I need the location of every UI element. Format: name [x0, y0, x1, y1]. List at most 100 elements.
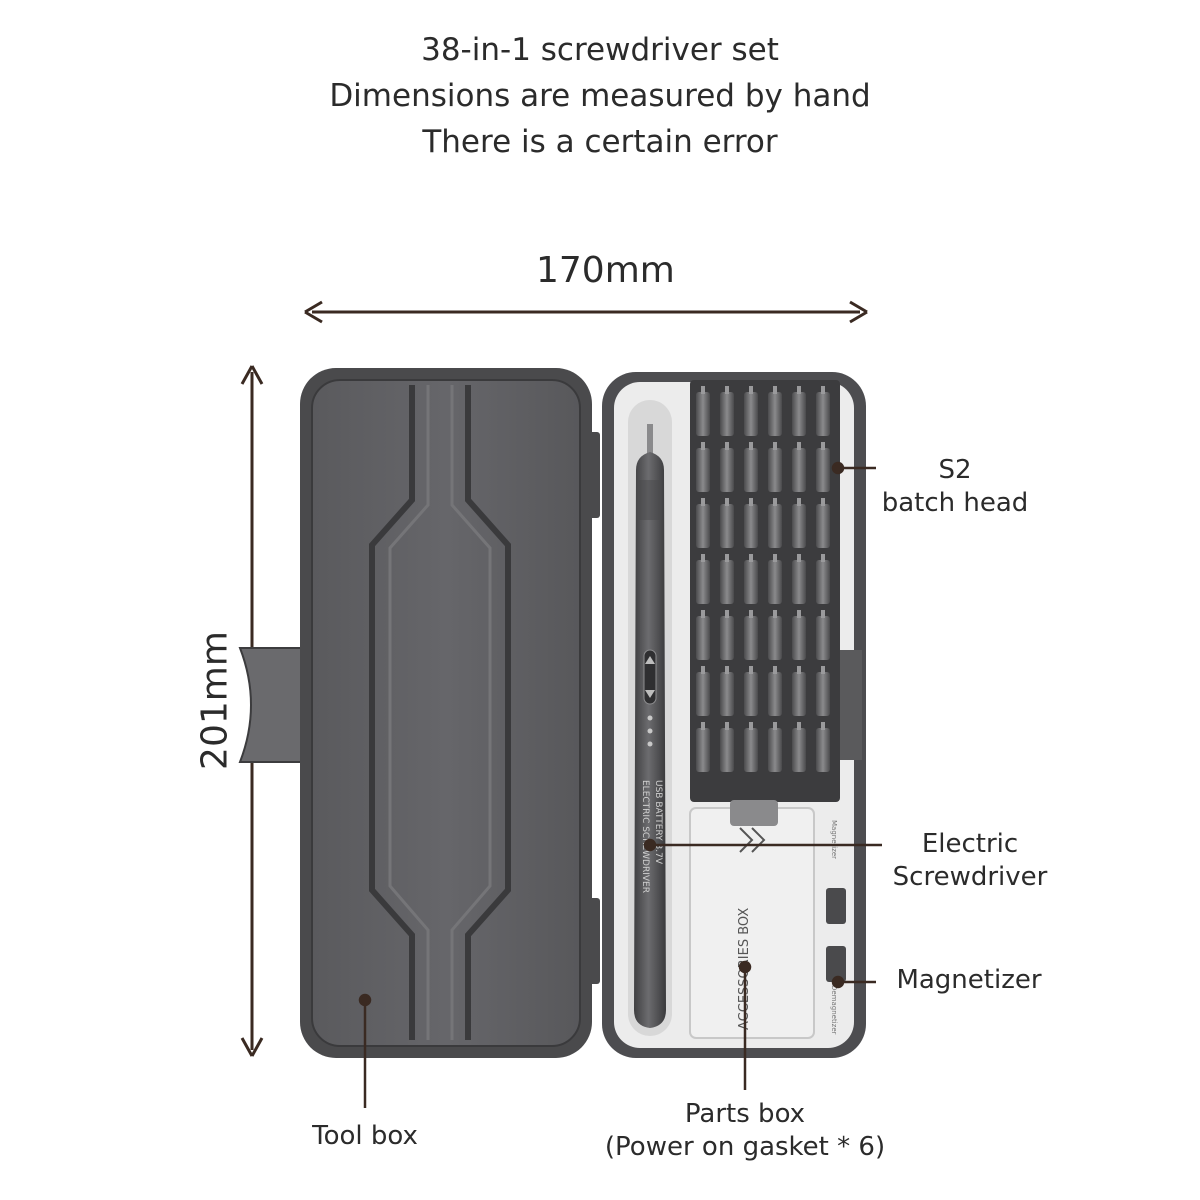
screwdriver-bit: [792, 504, 806, 548]
bit-tip: [725, 498, 729, 506]
bit-tip: [749, 610, 753, 618]
bit-tip: [797, 554, 801, 562]
height-label: 201mm: [194, 631, 236, 770]
screwdriver-bit: [720, 504, 734, 548]
bit-tip: [773, 386, 777, 394]
screwdriver-bit: [696, 672, 710, 716]
screwdriver-bit: [720, 448, 734, 492]
bit-tip: [797, 722, 801, 730]
bit-tip: [749, 386, 753, 394]
bit-tip: [821, 498, 825, 506]
bit-tip: [749, 554, 753, 562]
tool-box-lid: [300, 368, 592, 1058]
screwdriver-bit: [792, 392, 806, 436]
screwdriver-bit: [696, 392, 710, 436]
screwdriver-bit: [744, 672, 758, 716]
screwdriver-bit: [768, 672, 782, 716]
screwdriver-bit: [744, 616, 758, 660]
callout-electric-line1: Electric: [921, 829, 1019, 859]
screwdriver-bit: [816, 560, 830, 604]
screwdriver-bit: [744, 560, 758, 604]
electric-screwdriver: ELECTRIC SCREWDRIVER USB BATTERY 3.7V: [628, 400, 672, 1036]
callout-parts-box: Parts box (Power on gasket * 6): [590, 1098, 900, 1164]
bit-tip: [797, 386, 801, 394]
width-label: 170mm: [536, 250, 675, 291]
magnetizer-slots: Magnetizer Demagnetizer: [826, 820, 846, 1035]
callout-s2-batch-head: S2 batch head: [870, 454, 1040, 520]
pen-text-1: ELECTRIC SCREWDRIVER: [640, 780, 650, 893]
bit-tip: [821, 386, 825, 394]
bit-tip: [701, 386, 705, 394]
screwdriver-bit: [744, 504, 758, 548]
screwdriver-bit: [792, 672, 806, 716]
pen-text-2: USB BATTERY 3.7V: [653, 780, 663, 865]
bit-tip: [749, 498, 753, 506]
screwdriver-bit: [720, 672, 734, 716]
bit-tip: [821, 442, 825, 450]
bit-tip: [701, 722, 705, 730]
screwdriver-bit: [720, 728, 734, 772]
screwdriver-bit: [768, 728, 782, 772]
screwdriver-bit: [768, 616, 782, 660]
screwdriver-bit: [696, 448, 710, 492]
bit-tip: [701, 442, 705, 450]
bit-tip: [749, 442, 753, 450]
hinges: [582, 432, 600, 984]
screwdriver-bit: [720, 560, 734, 604]
bit-tip: [797, 666, 801, 674]
screwdriver-bit: [768, 560, 782, 604]
bit-tip: [821, 554, 825, 562]
screwdriver-bit: [816, 448, 830, 492]
callout-s2-line1: S2: [938, 455, 972, 485]
bit-tip: [821, 610, 825, 618]
screwdriver-bit: [768, 448, 782, 492]
screwdriver-bit: [792, 448, 806, 492]
bit-tip: [725, 554, 729, 562]
bit-tip: [773, 610, 777, 618]
callout-lines: [358, 461, 882, 1108]
bit-tip: [821, 722, 825, 730]
bit-tip: [725, 610, 729, 618]
screwdriver-bit: [744, 448, 758, 492]
screwdriver-bit: [696, 616, 710, 660]
screwdriver-bit: [816, 504, 830, 548]
bit-tip: [797, 442, 801, 450]
bit-tip: [773, 498, 777, 506]
title-line-1: 38-in-1 screwdriver set: [421, 32, 779, 68]
callout-electric-screwdriver: Electric Screwdriver: [880, 828, 1060, 894]
screwdriver-bit: [816, 392, 830, 436]
callout-tool-box: Tool box: [312, 1121, 418, 1151]
bit-tip: [821, 666, 825, 674]
magnetizer-print: Magnetizer: [830, 820, 838, 859]
screwdriver-bit: [744, 392, 758, 436]
screwdriver-bit: [792, 616, 806, 660]
screwdriver-bit: [792, 728, 806, 772]
callout-electric-line2: Screwdriver: [892, 862, 1048, 892]
title-line-2: Dimensions are measured by hand: [329, 78, 871, 114]
title-line-3: There is a certain error: [422, 124, 778, 160]
width-dimension-arrow: [304, 300, 868, 324]
screwdriver-bit: [696, 504, 710, 548]
screwdriver-bit: [792, 560, 806, 604]
bit-tip: [725, 386, 729, 394]
screwdriver-bit: [816, 672, 830, 716]
bit-tip: [701, 554, 705, 562]
bit-tip: [701, 498, 705, 506]
bit-tip: [773, 554, 777, 562]
screwdriver-bit: [816, 728, 830, 772]
bit-tip: [701, 666, 705, 674]
screwdriver-bit: [696, 728, 710, 772]
parts-box: ACCESSORIES BOX: [689, 800, 815, 1039]
bit-tip: [797, 498, 801, 506]
bit-tip: [725, 666, 729, 674]
bit-tip: [749, 666, 753, 674]
bit-tip: [701, 610, 705, 618]
demagnetizer-print: Demagnetizer: [830, 985, 838, 1035]
callout-parts-line2: (Power on gasket * 6): [604, 1132, 886, 1162]
bit-tip: [725, 722, 729, 730]
bit-tip: [773, 722, 777, 730]
screwdriver-bit: [768, 392, 782, 436]
screwdriver-bit: [816, 616, 830, 660]
screwdriver-bit: [720, 392, 734, 436]
